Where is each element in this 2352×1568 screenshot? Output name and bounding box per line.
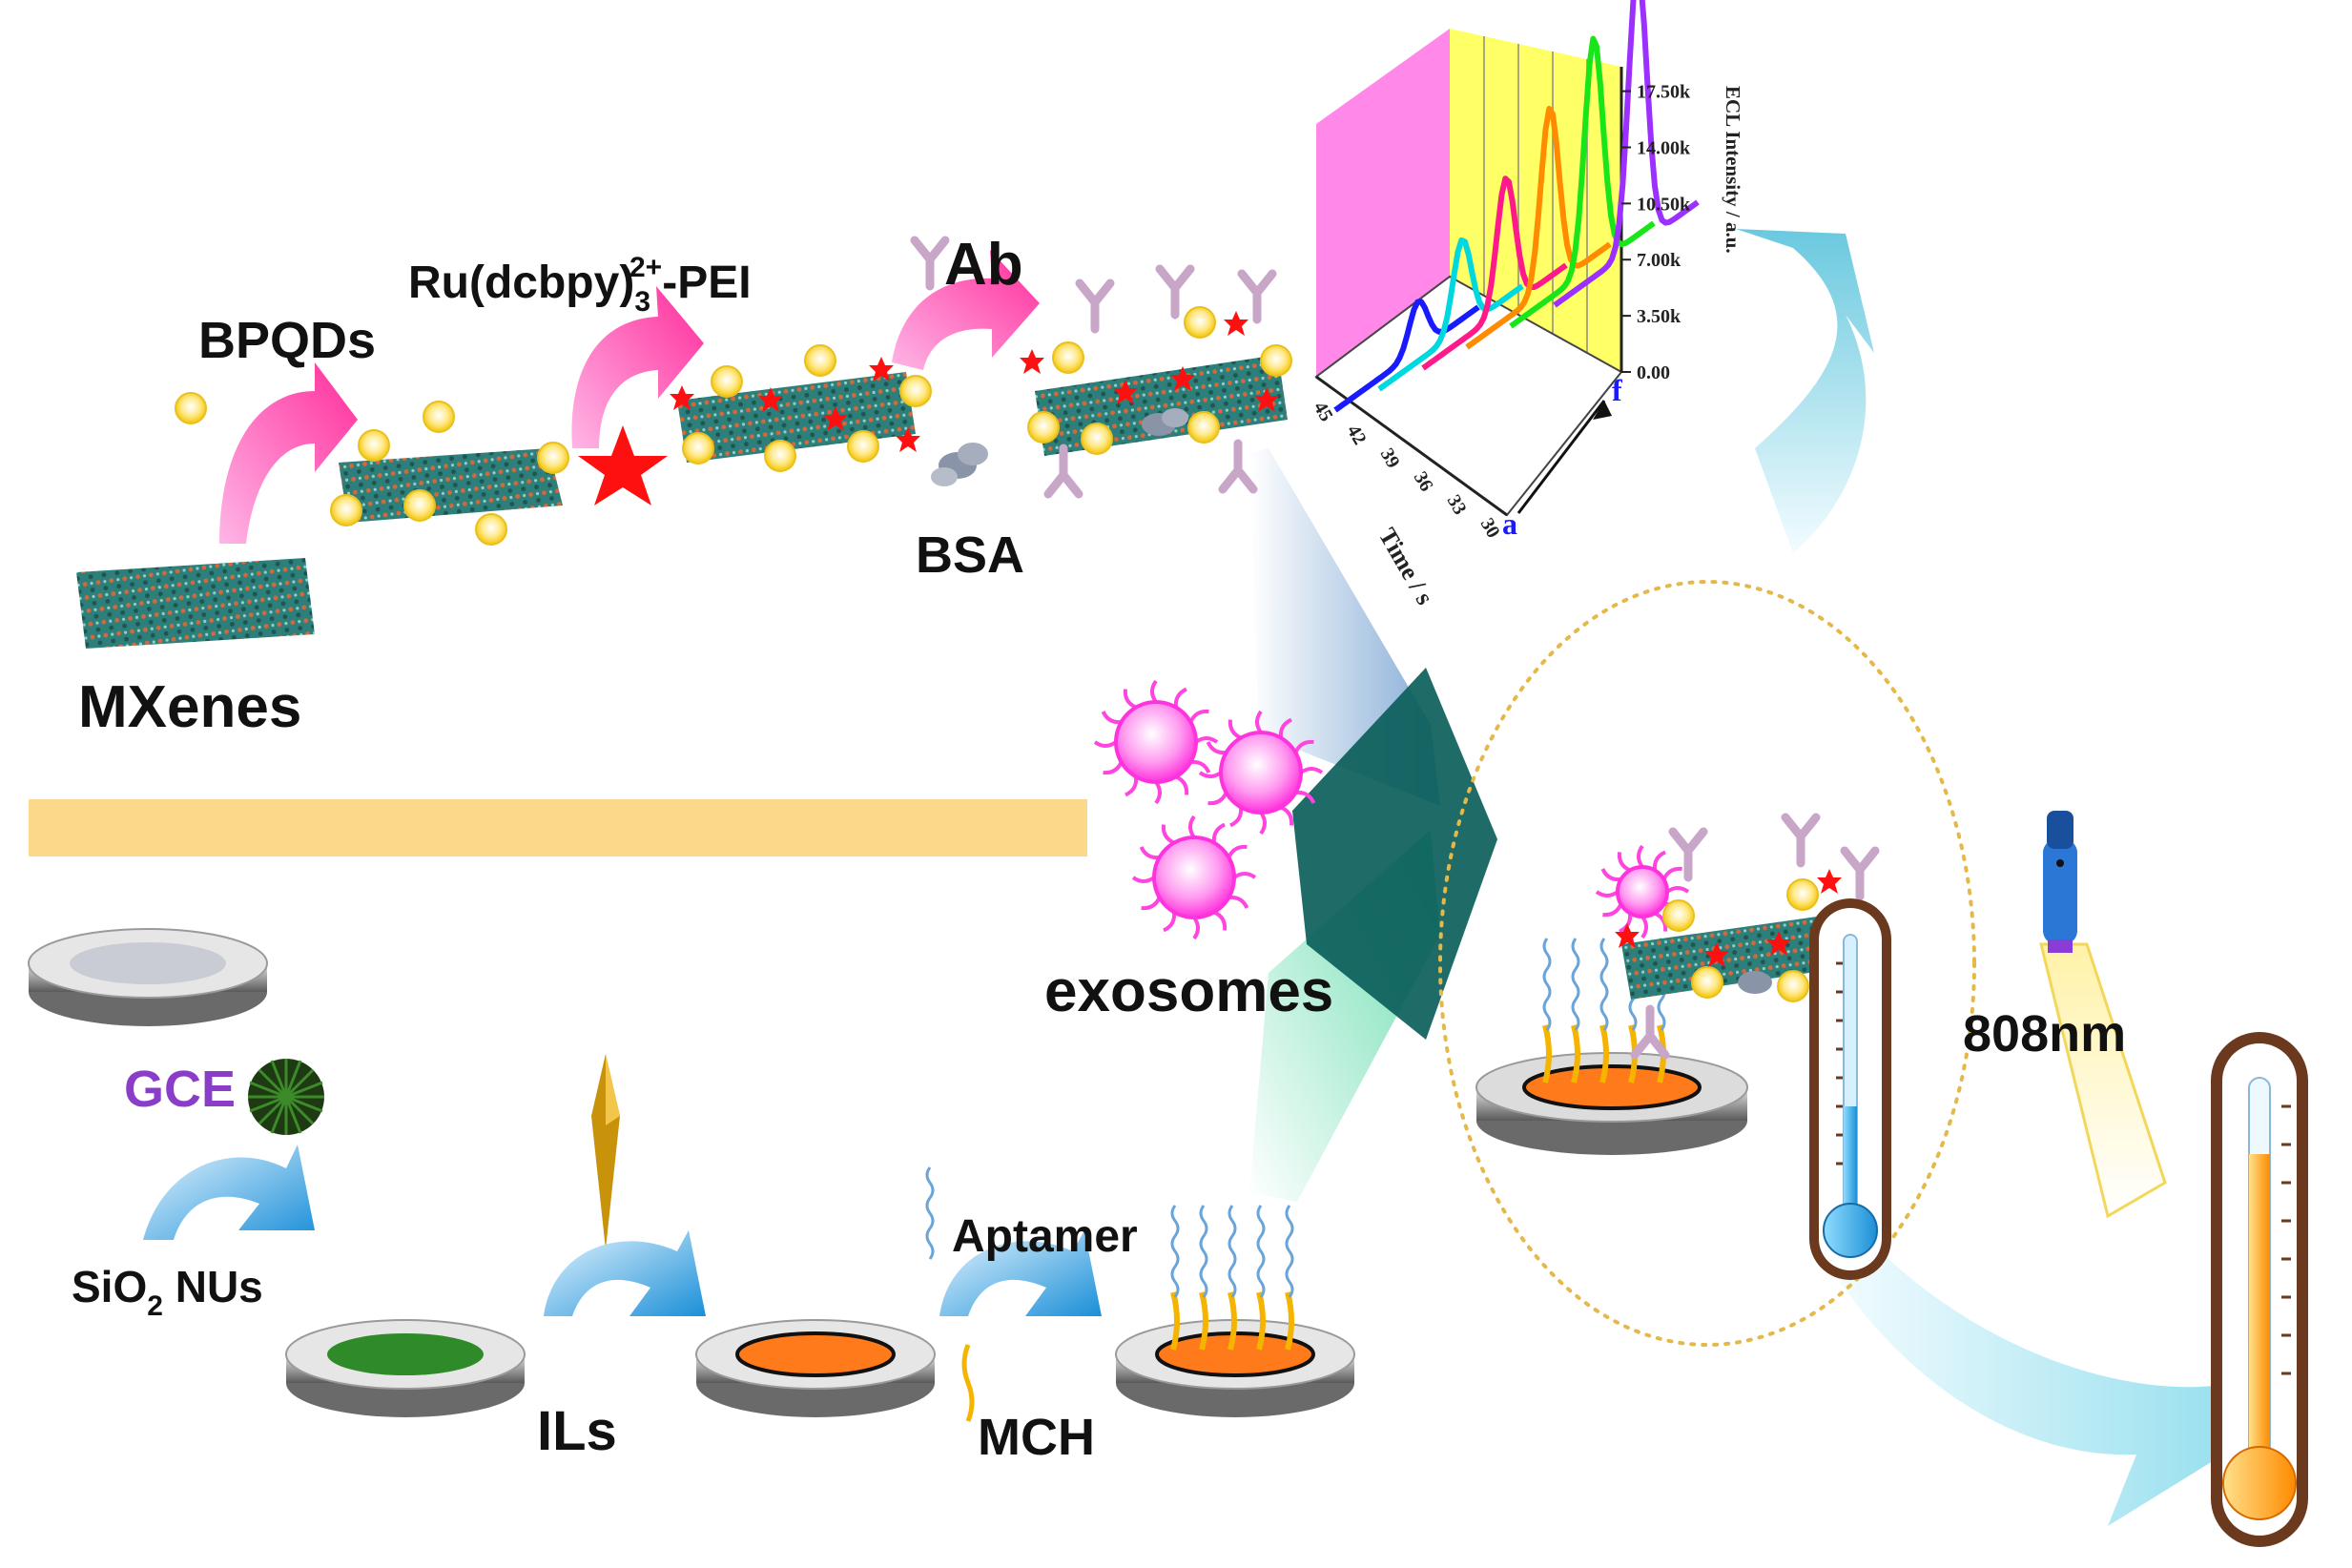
exosomes-cluster [1093,679,1324,940]
laser-beam [2039,942,2167,1219]
mch-label: MCH [978,1409,1095,1466]
ecl-xtick-label: 33 [1443,491,1471,518]
ru-label: Ru(dcbpy)32+-PEI [408,252,752,318]
electrode-aptamer [1115,1204,1355,1417]
aptamer-strand-icon [925,1166,935,1261]
ils-label: ILs [537,1400,617,1462]
ecl-xtick-label: 36 [1410,468,1437,495]
electrode-sio2 [285,1319,526,1417]
ecl-depth-start: a [1502,506,1517,541]
ecl-series-b [1377,237,1524,392]
ru-complex-star [578,425,668,505]
arrow-aptamer [939,1230,1102,1316]
arrow-ru [571,286,704,448]
ecl-xtick-label: 30 [1476,515,1504,542]
exosome-c [1131,815,1257,940]
exosome-bound [1595,844,1690,939]
ecl-ytick-label: 3.50k [1637,306,1681,327]
immunoprobe [1020,269,1292,494]
merge-arrow [1292,668,1497,1040]
ab-antibody-icon [915,240,945,286]
detection-zone [1438,580,1976,1347]
ecl-ytick-label: 14.00k [1637,137,1691,158]
sio2-nanourchin-icon [248,1059,324,1135]
mxene-bpqd-sheet [175,392,569,546]
aptamer-label: Aptamer [952,1211,1138,1262]
ecl-ytick-label: 17.50k [1637,82,1691,103]
arrow-ils [544,1230,706,1316]
ecl-series-a [1333,299,1480,413]
electrode-ils [695,1319,936,1417]
ecl-xlabel: Time / s [1373,524,1439,609]
ecl-series-d [1465,105,1612,350]
ecl-curves [1333,0,1700,413]
separator-bar [29,799,1087,856]
plot-left-wall [1316,29,1450,377]
exosome-a [1093,679,1219,805]
ecl-ytick-label: 10.50k [1637,194,1691,215]
ecl-series-f [1553,0,1700,308]
cyan-arrow-down [1831,1230,2308,1526]
laser-pen-icon [2043,811,2077,953]
ecl-series-e [1509,35,1656,329]
sio2-label: SiO2 NUs [72,1262,263,1322]
cyan-arrow-up [1736,229,1874,553]
ab-label: Ab [944,232,1023,298]
ecl-xtick-label: 39 [1376,444,1404,471]
ecl-y-ticks: 0.00 3.50k 7.00k 10.50k 14.00k 17.50k [1621,82,1691,383]
arrow-sio2 [143,1145,315,1240]
ecl-xtick-label: 45 [1310,399,1337,425]
bsa-icon [931,443,988,486]
ecl-ylabel: ECL Intensity / a.u. [1722,86,1744,254]
ecl-series-c [1421,175,1568,371]
arrow-ab [892,250,1040,370]
ecl-depth-end: f [1612,373,1622,407]
exosome-b [1198,710,1324,836]
sandwich-electrode [1475,817,1875,1155]
ecl-depth-arrowhead [1593,401,1612,420]
laser-label: 808nm [1963,1005,2126,1063]
mch-icon [961,1344,975,1422]
bpqds-label: BPQDs [198,312,376,369]
electrode-gce [28,928,268,1026]
thermometer-cold [1809,898,1891,1280]
arrow-bpqds [219,362,358,544]
ils-crystal-icon [591,1054,620,1249]
ecl-ytick-label: 0.00 [1637,362,1670,383]
ecl-ytick-label: 7.00k [1637,250,1681,271]
exosomes-label: exosomes [1044,959,1333,1024]
mxenes-label: MXenes [78,674,301,740]
mxene-ru-sheet [670,344,932,472]
bsa-label: BSA [916,526,1024,584]
thermometer-hot [2211,1032,2308,1547]
mxenes-sheet [76,558,315,649]
gce-label: GCE [124,1061,236,1118]
ecl-depth-arrow [1516,400,1606,514]
ecl-xtick-label: 42 [1343,422,1371,448]
